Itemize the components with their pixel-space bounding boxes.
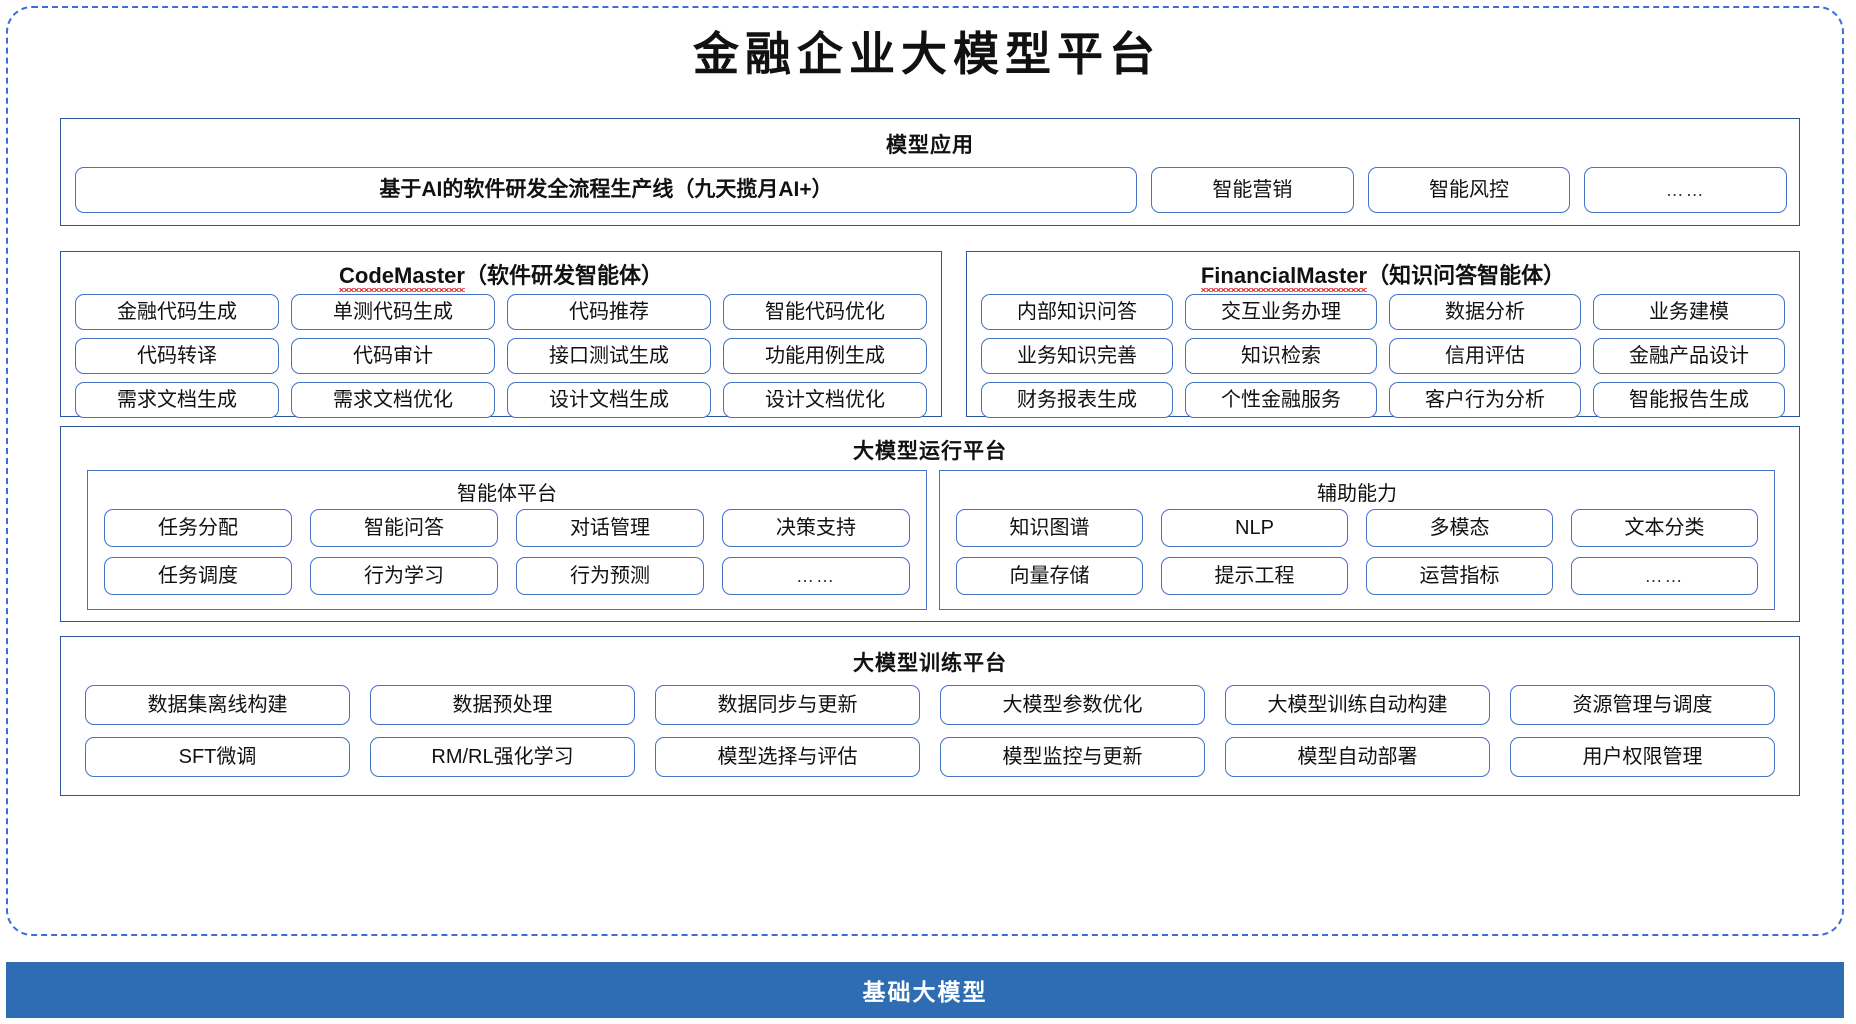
training-chip[interactable]: 数据同步与更新 [655,685,920,725]
training-chip[interactable]: 模型选择与评估 [655,737,920,777]
auxiliary-chip[interactable]: 运营指标 [1366,557,1553,595]
capability-chip[interactable]: 单测代码生成 [291,294,495,330]
capability-chip[interactable]: 数据分析 [1389,294,1581,330]
section-title-financial-master: FinancialMaster（知识问答智能体） [967,258,1799,292]
auxiliary-chip[interactable]: 提示工程 [1161,557,1348,595]
capability-chip[interactable]: 功能用例生成 [723,338,927,374]
runtime-chip[interactable]: 任务调度 [104,557,292,595]
runtime-chip[interactable]: 对话管理 [516,509,704,547]
app-item-more[interactable]: …… [1584,167,1788,213]
section-model-application: 模型应用 基于AI的软件研发全流程生产线（九天揽月AI+） 智能营销 智能风控 … [60,118,1800,226]
training-chip[interactable]: RM/RL强化学习 [370,737,635,777]
training-chip[interactable]: 数据预处理 [370,685,635,725]
section-runtime-platform: 大模型运行平台 智能体平台 任务分配 智能问答 对话管理 决策支持 任务调度 行… [60,426,1800,622]
training-chip[interactable]: 数据集离线构建 [85,685,350,725]
training-chip[interactable]: 用户权限管理 [1510,737,1775,777]
capability-chip[interactable]: 代码推荐 [507,294,711,330]
capability-chip[interactable]: 交互业务办理 [1185,294,1377,330]
capability-chip[interactable]: 财务报表生成 [981,382,1173,418]
capability-chip[interactable]: 信用评估 [1389,338,1581,374]
section-title-training-platform: 大模型训练平台 [853,652,1007,675]
training-chip[interactable]: SFT微调 [85,737,350,777]
runtime-chip-more[interactable]: …… [722,557,910,595]
code-master-capability-grid: 金融代码生成 单测代码生成 代码推荐 智能代码优化 代码转译 代码审计 接口测试… [75,294,927,418]
section-title-model-application: 模型应用 [886,134,974,157]
capability-chip[interactable]: 接口测试生成 [507,338,711,374]
app-item-ai-pipeline[interactable]: 基于AI的软件研发全流程生产线（九天揽月AI+） [75,167,1137,213]
capability-chip[interactable]: 知识检索 [1185,338,1377,374]
auxiliary-chip[interactable]: NLP [1161,509,1348,547]
agent-platform-grid: 任务分配 智能问答 对话管理 决策支持 任务调度 行为学习 行为预测 …… [104,509,910,595]
capability-chip[interactable]: 代码转译 [75,338,279,374]
capability-chip[interactable]: 设计文档生成 [507,382,711,418]
app-item-smart-marketing[interactable]: 智能营销 [1151,167,1354,213]
training-chip[interactable]: 大模型参数优化 [940,685,1205,725]
training-chip[interactable]: 大模型训练自动构建 [1225,685,1490,725]
capability-chip[interactable]: 需求文档优化 [291,382,495,418]
auxiliary-chip[interactable]: 知识图谱 [956,509,1143,547]
capability-chip[interactable]: 智能代码优化 [723,294,927,330]
capability-chip[interactable]: 智能报告生成 [1593,382,1785,418]
model-application-items: 基于AI的软件研发全流程生产线（九天揽月AI+） 智能营销 智能风控 …… [75,167,1788,213]
financial-master-capability-grid: 内部知识问答 交互业务办理 数据分析 业务建模 业务知识完善 知识检索 信用评估… [981,294,1785,418]
code-master-name: CodeMaster [339,263,465,292]
subsection-agent-platform: 智能体平台 任务分配 智能问答 对话管理 决策支持 任务调度 行为学习 行为预测… [87,470,927,610]
base-model-label: 基础大模型 [862,979,988,1005]
code-master-suffix: （软件研发智能体） [464,263,663,288]
capability-chip[interactable]: 代码审计 [291,338,495,374]
subsection-title-auxiliary-capability: 辅助能力 [1317,483,1397,505]
runtime-chip[interactable]: 任务分配 [104,509,292,547]
section-title-code-master: CodeMaster（软件研发智能体） [61,258,941,292]
app-item-smart-risk-control[interactable]: 智能风控 [1367,167,1571,213]
training-chip[interactable]: 模型自动部署 [1225,737,1490,777]
section-title-runtime-platform: 大模型运行平台 [853,440,1007,463]
auxiliary-chip[interactable]: 多模态 [1366,509,1553,547]
capability-chip[interactable]: 金融代码生成 [75,294,279,330]
auxiliary-chip-more[interactable]: …… [1571,557,1758,595]
training-platform-grid: 数据集离线构建 数据预处理 数据同步与更新 大模型参数优化 大模型训练自动构建 … [85,685,1775,777]
base-model-bar: 基础大模型 [6,962,1844,1018]
subsection-auxiliary-capability: 辅助能力 知识图谱 NLP 多模态 文本分类 向量存储 提示工程 运营指标 …… [939,470,1775,610]
section-code-master: CodeMaster（软件研发智能体） 金融代码生成 单测代码生成 代码推荐 智… [60,251,942,418]
auxiliary-capability-grid: 知识图谱 NLP 多模态 文本分类 向量存储 提示工程 运营指标 …… [956,509,1758,595]
runtime-chip[interactable]: 决策支持 [722,509,910,547]
auxiliary-chip[interactable]: 向量存储 [956,557,1143,595]
capability-chip[interactable]: 需求文档生成 [75,382,279,418]
capability-chip[interactable]: 金融产品设计 [1593,338,1785,374]
training-chip[interactable]: 模型监控与更新 [940,737,1205,777]
subsection-title-agent-platform: 智能体平台 [457,483,557,505]
section-financial-master: FinancialMaster（知识问答智能体） 内部知识问答 交互业务办理 数… [966,251,1800,418]
capability-chip[interactable]: 业务建模 [1593,294,1785,330]
training-chip[interactable]: 资源管理与调度 [1510,685,1775,725]
runtime-chip[interactable]: 智能问答 [310,509,498,547]
financial-master-suffix: （知识问答智能体） [1367,263,1566,288]
section-training-platform: 大模型训练平台 数据集离线构建 数据预处理 数据同步与更新 大模型参数优化 大模… [60,636,1800,796]
auxiliary-chip[interactable]: 文本分类 [1571,509,1758,547]
page-title: 金融企业大模型平台 [693,29,1161,80]
capability-chip[interactable]: 客户行为分析 [1389,382,1581,418]
capability-chip[interactable]: 内部知识问答 [981,294,1173,330]
financial-master-name: FinancialMaster [1200,263,1368,292]
capability-chip[interactable]: 设计文档优化 [723,382,927,418]
runtime-chip[interactable]: 行为学习 [310,557,498,595]
capability-chip[interactable]: 业务知识完善 [981,338,1173,374]
diagram-outer-frame: 金融企业大模型平台 模型应用 基于AI的软件研发全流程生产线（九天揽月AI+） … [6,6,1844,936]
runtime-chip[interactable]: 行为预测 [516,557,704,595]
capability-chip[interactable]: 个性金融服务 [1185,382,1377,418]
